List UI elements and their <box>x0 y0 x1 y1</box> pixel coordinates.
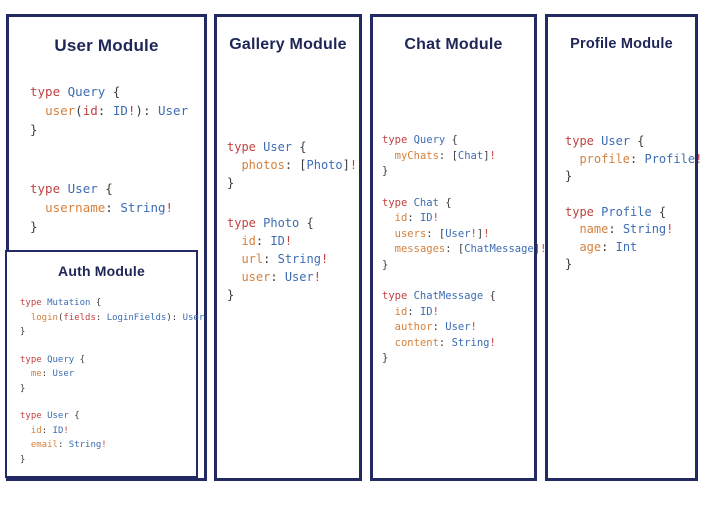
code-line: } <box>382 258 389 271</box>
gallery-module-title: Gallery Module <box>229 36 347 53</box>
code-line: type ChatMessage { <box>382 290 496 302</box>
code-line: photos: [Photo]! <box>241 158 358 172</box>
code-line: profile: Profile! <box>579 151 703 166</box>
code-block: type User { id: ID! email: String!} <box>20 409 204 467</box>
code-line: type Mutation { <box>20 298 102 308</box>
code-line: } <box>382 165 389 177</box>
profile-module-title: Profile Module <box>570 36 673 52</box>
code-line: } <box>565 257 573 271</box>
code-line: type User { <box>20 411 80 421</box>
code-block: type Photo { id: ID! url: String! user: … <box>227 214 357 304</box>
code-line: author: User! <box>394 321 477 333</box>
code-line: id: ID! <box>394 212 439 224</box>
code-line: age: Int <box>579 239 638 254</box>
code-line: login(fields: LoginFields): User <box>30 312 205 323</box>
code-line: type Query { <box>20 354 86 365</box>
code-line: } <box>20 383 26 394</box>
panel-auth-module: Auth Module type Mutation { login(fields… <box>5 250 204 478</box>
code-block: type Query { user(id: ID!): User} <box>30 82 188 139</box>
code-line: type Query { <box>382 134 458 146</box>
code-line: url: String! <box>241 252 329 266</box>
code-block: type Query { me: User} <box>20 353 204 397</box>
panel-gallery-module: Gallery Module type User { photos: [Phot… <box>214 14 362 481</box>
code-block: type User { photos: [Photo]!} <box>227 138 357 192</box>
code-line: } <box>20 454 26 465</box>
code-block: type ChatMessage { id: ID! author: User!… <box>382 289 546 367</box>
code-line: user: User! <box>241 270 321 284</box>
code-line: } <box>227 176 235 190</box>
code-line: id: ID! <box>394 305 439 318</box>
auth-module-title: Auth Module <box>58 263 145 279</box>
code-line: } <box>20 327 26 337</box>
code-block: type Mutation { login(fields: LoginField… <box>20 296 204 340</box>
code-line: id: ID! <box>30 425 69 436</box>
code-line: content: String! <box>394 336 496 349</box>
code-line: } <box>382 352 389 364</box>
code-line: type User { <box>227 140 307 154</box>
code-line: type User { <box>30 181 113 196</box>
gallery-module-graphql-code: type User { photos: [Photo]!}type Photo … <box>227 138 357 304</box>
code-line: name: String! <box>579 222 674 236</box>
code-line: id: ID! <box>241 234 293 248</box>
code-line: email: String! <box>30 440 107 450</box>
code-line: type Query { <box>30 84 121 99</box>
auth-module-graphql-code: type Mutation { login(fields: LoginField… <box>20 296 204 467</box>
user-module-title: User Module <box>54 36 159 55</box>
user-module-graphql-code: type Query { user(id: ID!): User}type Us… <box>30 82 188 236</box>
code-block: type Query { myChats: [Chat]!} <box>382 133 546 180</box>
code-block: type Chat { id: ID! users: [User!]! mess… <box>382 196 546 274</box>
profile-module-graphql-code: type User { profile: Profile!}type Profi… <box>565 133 702 274</box>
code-line: username: String! <box>45 200 174 215</box>
code-line: type User { <box>565 134 645 148</box>
code-line: } <box>227 288 235 302</box>
code-block: type User { profile: Profile!} <box>565 133 702 186</box>
code-line: me: User <box>30 369 75 379</box>
chat-module-title: Chat Module <box>404 36 503 53</box>
code-line: type Chat { <box>382 196 452 209</box>
code-line: } <box>30 122 38 137</box>
chat-module-graphql-code: type Query { myChats: [Chat]!}type Chat … <box>382 133 546 367</box>
code-line: users: [User!]! <box>394 227 490 240</box>
code-line: } <box>565 169 573 183</box>
code-line: myChats: [Chat]! <box>394 149 496 162</box>
code-line: type Profile { <box>565 204 667 219</box>
code-line: user(id: ID!): User <box>45 103 189 118</box>
code-line: } <box>30 219 38 234</box>
panel-profile-module: Profile Module type User { profile: Prof… <box>545 14 702 481</box>
code-block: type Profile { name: String! age: Int} <box>565 204 702 274</box>
panel-chat-module: Chat Module type Query { myChats: [Chat]… <box>370 14 546 481</box>
code-line: messages: [ChatMessage]! <box>394 243 547 255</box>
code-line: type Photo { <box>227 216 314 230</box>
code-block: type User { username: String!} <box>30 179 188 236</box>
